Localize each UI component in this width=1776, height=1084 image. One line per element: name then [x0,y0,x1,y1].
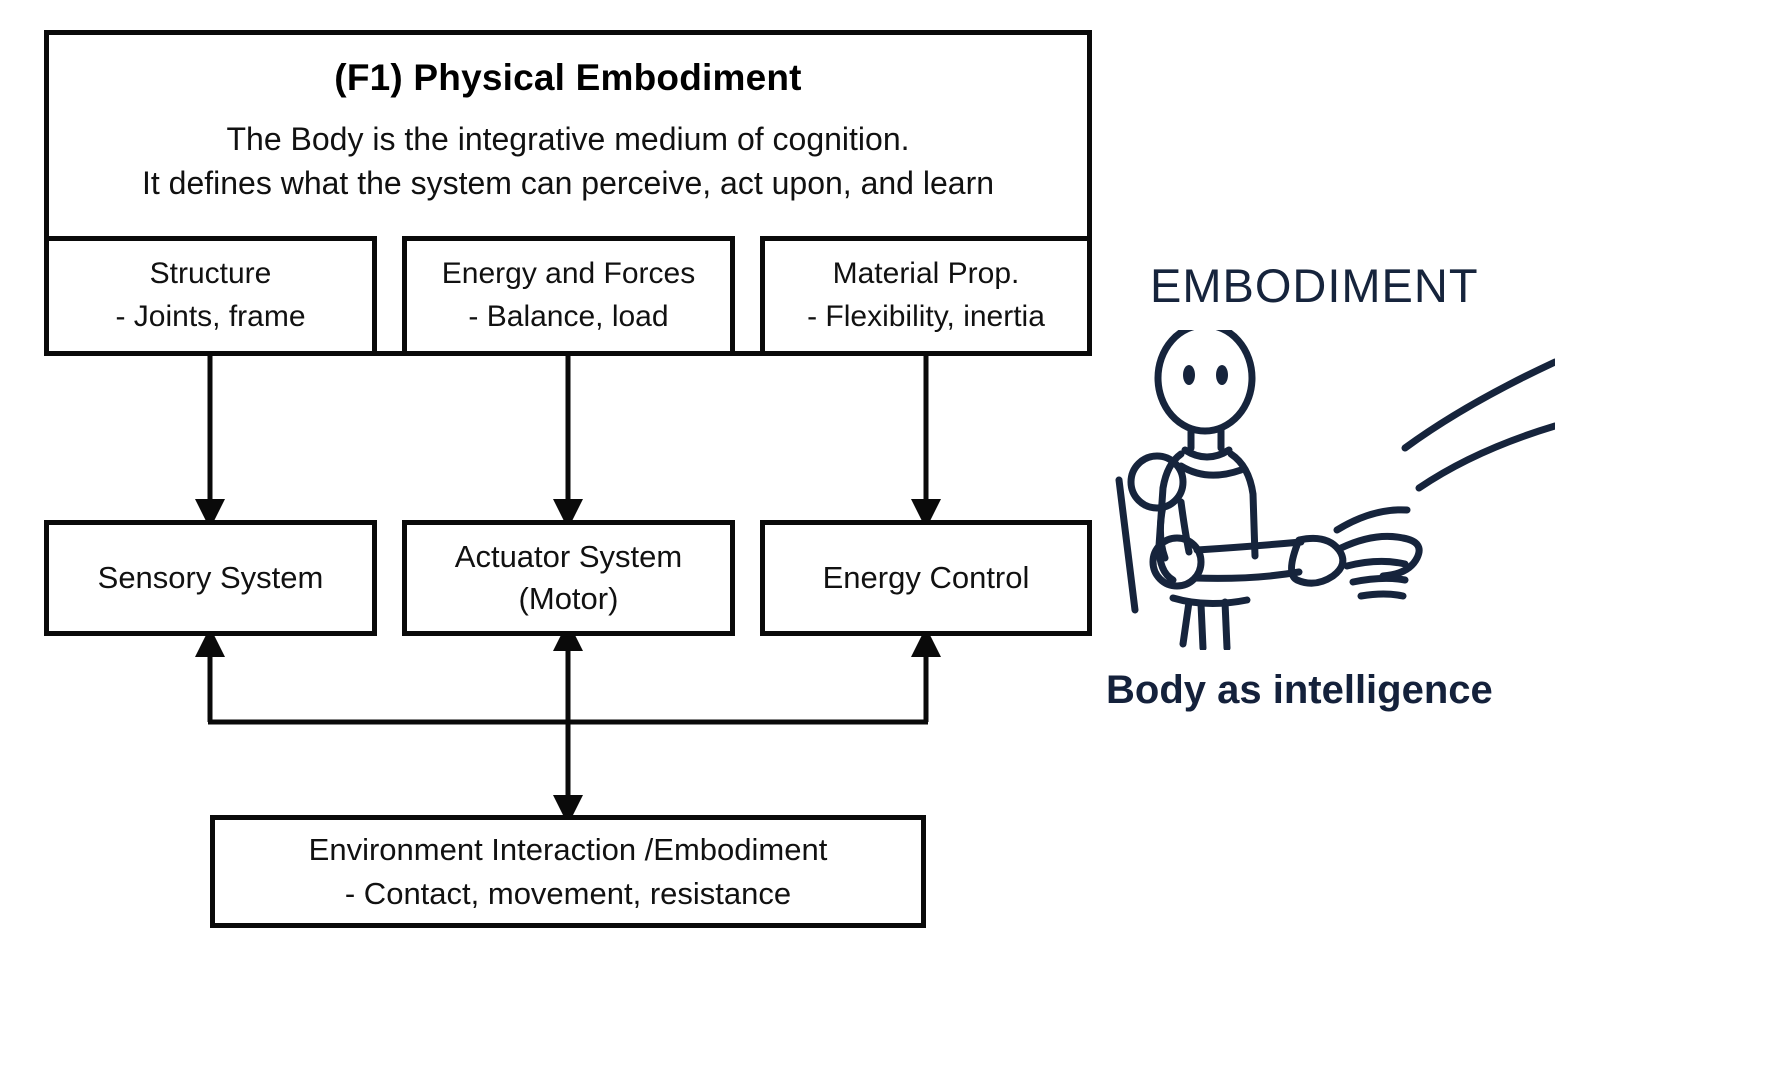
attribute-box-material-prop: Material Prop. - Flexibility, inertia [760,236,1092,356]
attribute-title: Structure [149,257,272,291]
embodiment-caption: Body as intelligence [1106,668,1493,712]
robot-human-handshake-icon [1115,330,1555,650]
environment-box-detail: - Contact, movement, resistance [344,875,792,911]
description-line-1: The Body is the integrative medium of co… [226,121,910,157]
attribute-title: Material Prop. [832,257,1020,291]
attribute-detail: - Flexibility, inertia [807,300,1045,333]
system-box-sublabel: (Motor) [518,581,619,616]
attribute-box-structure: Structure - Joints, frame [44,236,377,356]
page-title: (F1) Physical Embodiment [334,57,802,98]
attribute-box-energy-and-forces: Energy and Forces - Balance, load [402,236,735,356]
system-box-label: Actuator System [454,539,683,575]
environment-interaction-box: Environment Interaction /Embodiment - Co… [210,815,926,928]
attribute-title: Energy and Forces [441,257,696,291]
description-text: The Body is the integrative medium of co… [142,117,994,205]
system-box-label: Sensory System [97,560,324,596]
description-line-2: It defines what the system can perceive,… [141,165,995,202]
system-box-sensory-system: Sensory System [44,520,377,636]
attribute-detail: - Balance, load [468,300,669,333]
system-box-energy-control: Energy Control [760,520,1092,636]
system-box-label: Energy Control [822,560,1030,596]
system-box-actuator-system: Actuator System (Motor) [402,520,735,636]
embodiment-heading: EMBODIMENT [1150,259,1479,312]
attribute-detail: - Joints, frame [115,300,306,333]
environment-box-title: Environment Interaction /Embodiment [308,832,828,868]
